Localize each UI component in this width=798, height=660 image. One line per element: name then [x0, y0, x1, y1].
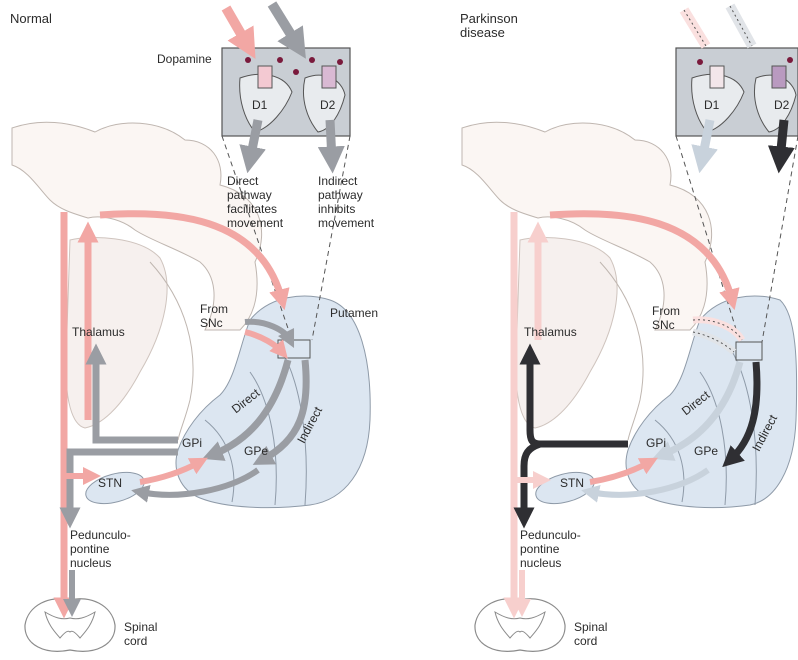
d1-receptor-icon	[710, 66, 724, 88]
ppn-label: Pedunculo- pontine nucleus	[520, 528, 581, 570]
d1-label: D1	[704, 98, 719, 112]
dopamine-dot	[277, 57, 283, 63]
stn-label: STN	[560, 476, 584, 490]
dopamine-dot	[245, 57, 251, 63]
d2-label: D2	[320, 98, 335, 112]
gpi-label: GPi	[182, 436, 202, 450]
spinal-cord-label: Spinal cord	[574, 620, 607, 648]
direct-pathway-caption: Direct pathway facilitates movement	[227, 174, 283, 230]
d2-output-arrow	[330, 120, 332, 160]
from-snc-label: From SNc	[652, 304, 680, 332]
d2-receptor-icon	[322, 66, 336, 88]
panel-title-parkinson: Parkinson disease	[460, 12, 518, 40]
spinal-cord-label: Spinal cord	[124, 620, 157, 648]
gpi-label: GPi	[646, 436, 666, 450]
dopamine-dot	[697, 59, 703, 65]
snc-input-arrow	[272, 4, 298, 46]
d1-label: D1	[252, 98, 267, 112]
d1-receptor-icon	[258, 66, 272, 88]
indirect-pathway-caption: Indirect pathway inhibits movement	[318, 174, 374, 230]
panel-parkinson	[462, 6, 798, 651]
gpe-label: GPe	[244, 444, 268, 458]
dopamine-label: Dopamine	[157, 52, 212, 66]
putamen-label: Putamen	[330, 306, 378, 320]
panel-normal	[12, 4, 370, 651]
dopamine-dot	[337, 59, 343, 65]
gpe-label: GPe	[694, 444, 718, 458]
from-snc-label: From SNc	[200, 302, 228, 330]
snc-input-arrow-faint	[684, 10, 706, 46]
d2-receptor-icon	[772, 66, 786, 88]
stn-label: STN	[98, 476, 122, 490]
d2-output-arrow	[780, 120, 784, 160]
dopamine-dot	[787, 57, 793, 63]
d2-label: D2	[774, 98, 789, 112]
thalamus-label: Thalamus	[72, 325, 125, 339]
dopamine-dot	[309, 57, 315, 63]
dopamine-dot	[293, 69, 299, 75]
snc-input-arrow	[226, 8, 248, 46]
panel-title-normal: Normal	[10, 12, 52, 26]
thalamus-label: Thalamus	[524, 325, 577, 339]
ppn-label: Pedunculo- pontine nucleus	[70, 528, 131, 570]
